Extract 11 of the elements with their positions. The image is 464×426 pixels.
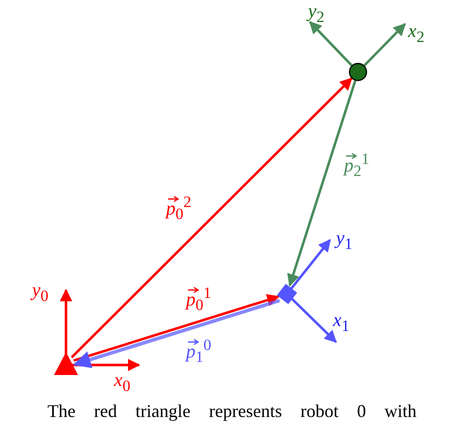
- vector-arrow: [70, 77, 352, 358]
- axis-label: y$_{0}$: [32, 281, 48, 305]
- robot-marker: [275, 282, 299, 306]
- axis-label: x$_{2}$: [408, 22, 424, 46]
- axis-label: x$_{1}$: [333, 311, 350, 335]
- caption: The red triangle represents robot 0 with: [46, 402, 418, 420]
- axis-label: x$_{0}$: [114, 371, 130, 395]
- axis-label: y$_{1}$: [336, 229, 352, 253]
- robot-marker: [348, 62, 368, 82]
- vector-arrow: [287, 80, 356, 287]
- axis-label: y$_{2}$: [308, 2, 324, 26]
